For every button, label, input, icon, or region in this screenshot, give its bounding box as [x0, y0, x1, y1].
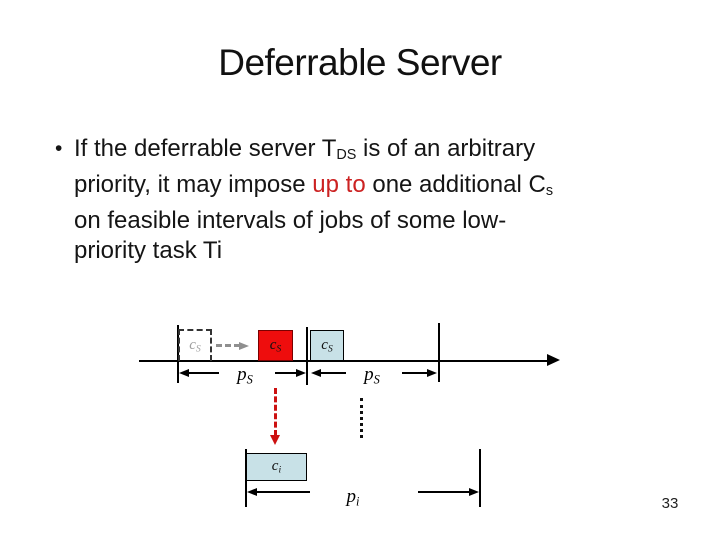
pi-left-arrow-line [256, 491, 310, 493]
ci-label: ci [271, 458, 282, 476]
tick-server-period-end [438, 323, 440, 382]
page-number: 33 [661, 495, 679, 512]
ps-label-1: pS [237, 364, 253, 387]
bullet-line-3: on feasible intervals of jobs of some lo… [74, 207, 507, 235]
bullet-paragraph: • If the deferrable server TDS is of an … [55, 134, 680, 266]
pi-label: pi [346, 486, 360, 509]
bullet-marker: • [55, 137, 63, 160]
impose-arrow-line [274, 388, 277, 436]
pi-right-arrow-line [418, 491, 470, 493]
deferred-cs-label: cS [189, 337, 201, 355]
tick-server-period-2 [306, 327, 308, 385]
blue-cs-box: cS [310, 330, 344, 361]
pi-right-arrowhead-icon [469, 488, 479, 496]
bullet-line-1: If the deferrable server TDS is of an ar… [74, 135, 536, 164]
ps1-left-arrow-line [188, 372, 219, 374]
tick-task-period-end [479, 449, 481, 507]
timeline-axis [139, 360, 549, 362]
page-title: Deferrable Server [218, 42, 502, 83]
ps2-left-arrowhead-icon [311, 369, 321, 377]
impose-arrowhead-icon [270, 435, 280, 445]
bullet-line-2: priority, it may impose up to one additi… [74, 171, 554, 200]
defer-shift-arrowhead-icon [239, 342, 249, 350]
ps2-right-arrow-line [402, 372, 428, 374]
pi-left-arrowhead-icon [247, 488, 257, 496]
ps1-right-arrow-line [275, 372, 297, 374]
red-cs-box: cS [258, 330, 293, 361]
ps1-left-arrowhead-icon [179, 369, 189, 377]
ps1-right-arrowhead-icon [296, 369, 306, 377]
blue-cs-label: cS [321, 336, 333, 355]
timeline-arrowhead-icon [547, 354, 560, 366]
ci-box: ci [246, 453, 307, 481]
bullet-line-4: priority task Ti [74, 237, 223, 265]
ps-label-2: pS [364, 364, 380, 387]
red-cs-label: cS [269, 336, 282, 355]
ps2-right-arrowhead-icon [427, 369, 437, 377]
bullet-text: If the deferrable server TDS is of an ar… [74, 134, 553, 266]
ellipsis-dots-icon [360, 398, 363, 438]
defer-shift-arrow [216, 344, 240, 347]
deferred-cs-box: cS [178, 329, 212, 361]
ps2-left-arrow-line [320, 372, 346, 374]
